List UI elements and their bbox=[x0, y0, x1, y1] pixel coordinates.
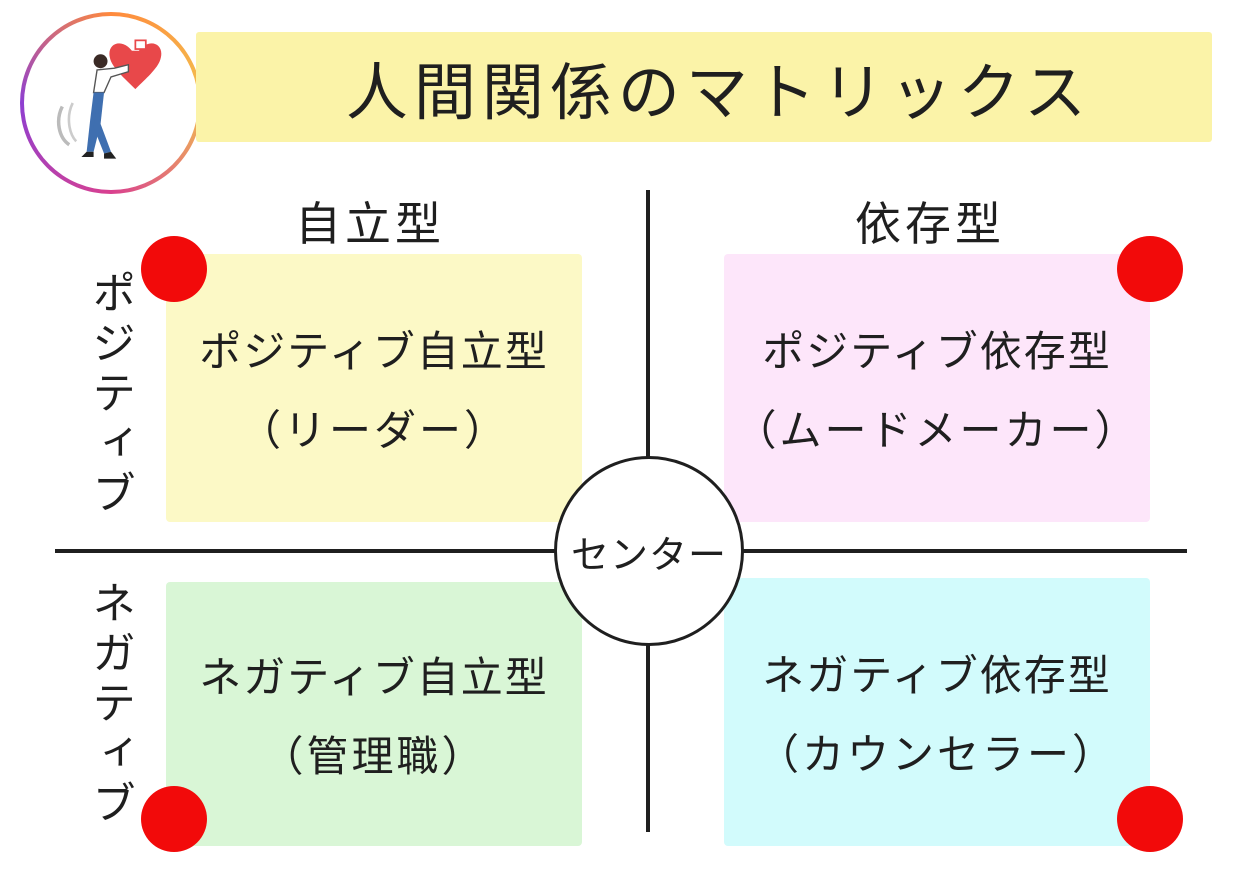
quadrant-subtitle: （カウンセラー） bbox=[756, 730, 1117, 779]
marker-dot bbox=[141, 786, 207, 852]
quadrant-positive-independent: ポジティブ自立型 （リーダー） bbox=[166, 254, 582, 522]
title-banner: 人間関係のマトリックス bbox=[196, 32, 1212, 142]
column-label-dependent: 依存型 bbox=[855, 197, 1005, 251]
quadrant-subtitle: （リーダー） bbox=[238, 406, 509, 455]
row-label-positive: ポジティブ bbox=[84, 270, 135, 520]
quadrant-positive-dependent: ポジティブ依存型 （ムードメーカー） bbox=[724, 254, 1150, 522]
quadrant-subtitle: （管理職） bbox=[261, 732, 487, 781]
quadrant-subtitle: （ムードメーカー） bbox=[734, 406, 1140, 455]
center-label: センター bbox=[570, 532, 727, 577]
quadrant-title: ポジティブ自立型 bbox=[199, 327, 549, 376]
person-pushing-heart-icon bbox=[56, 39, 162, 159]
marker-dot bbox=[1117, 786, 1183, 852]
quadrant-title: ネガティブ自立型 bbox=[199, 653, 549, 702]
quadrant-title: ネガティブ依存型 bbox=[762, 651, 1112, 700]
row-label-negative: ネガティブ bbox=[84, 580, 135, 830]
marker-dot bbox=[141, 236, 207, 302]
avatar bbox=[20, 12, 202, 194]
marker-dot bbox=[1117, 236, 1183, 302]
page-title: 人間関係のマトリックス bbox=[345, 56, 1093, 129]
column-label-independent: 自立型 bbox=[295, 197, 445, 251]
center-circle: センター bbox=[554, 456, 744, 646]
quadrant-negative-independent: ネガティブ自立型 （管理職） bbox=[166, 582, 582, 846]
quadrant-negative-dependent: ネガティブ依存型 （カウンセラー） bbox=[724, 578, 1150, 846]
quadrant-title: ポジティブ依存型 bbox=[762, 327, 1112, 376]
